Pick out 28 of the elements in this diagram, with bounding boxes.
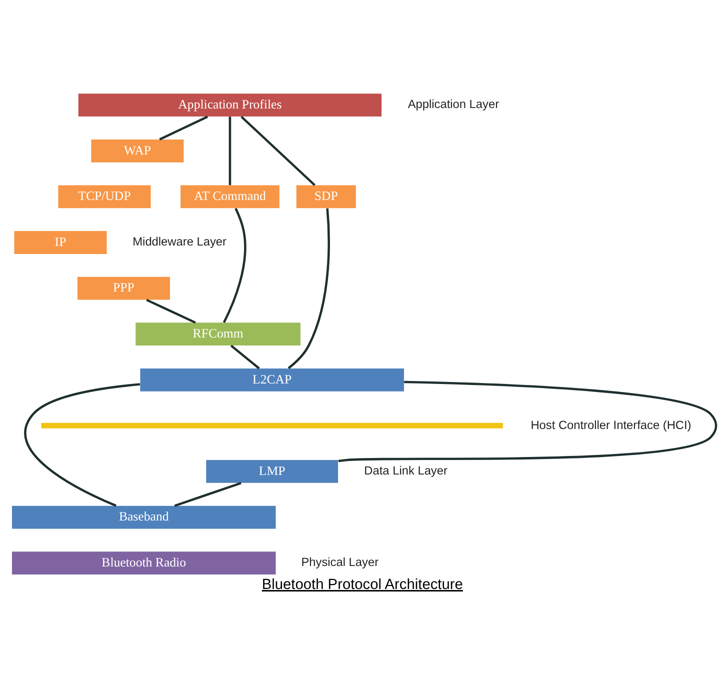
label: Application Layer bbox=[408, 96, 500, 111]
node-box: Baseband bbox=[12, 505, 276, 528]
connector bbox=[240, 115, 316, 186]
node-box: Bluetooth Radio bbox=[12, 551, 276, 574]
connector bbox=[338, 380, 718, 462]
node-box: L2CAP bbox=[140, 368, 404, 391]
connector bbox=[146, 298, 196, 324]
node-box: TCP/UDP bbox=[58, 184, 151, 208]
connector bbox=[288, 208, 330, 369]
connector bbox=[222, 207, 246, 323]
connector bbox=[159, 115, 208, 140]
label: Host Controller Interface (HCI) bbox=[530, 417, 692, 432]
node-box: Application Profiles bbox=[78, 93, 382, 116]
node-box: PPP bbox=[77, 276, 170, 300]
node-box: RFComm bbox=[136, 322, 300, 346]
label: Physical Layer bbox=[301, 554, 379, 569]
connector bbox=[230, 344, 260, 369]
connector bbox=[174, 481, 242, 506]
node-box: LMP bbox=[206, 460, 338, 482]
node-box: IP bbox=[14, 230, 107, 254]
caption: Bluetooth Protocol Architecture bbox=[262, 576, 463, 592]
connector bbox=[24, 382, 140, 506]
label: Middleware Layer bbox=[132, 234, 227, 248]
connector bbox=[228, 116, 232, 185]
node-box: AT Command bbox=[180, 184, 280, 208]
label: Data Link Layer bbox=[364, 463, 448, 478]
node-box: SDP bbox=[296, 184, 356, 208]
node-box: WAP bbox=[91, 138, 184, 162]
